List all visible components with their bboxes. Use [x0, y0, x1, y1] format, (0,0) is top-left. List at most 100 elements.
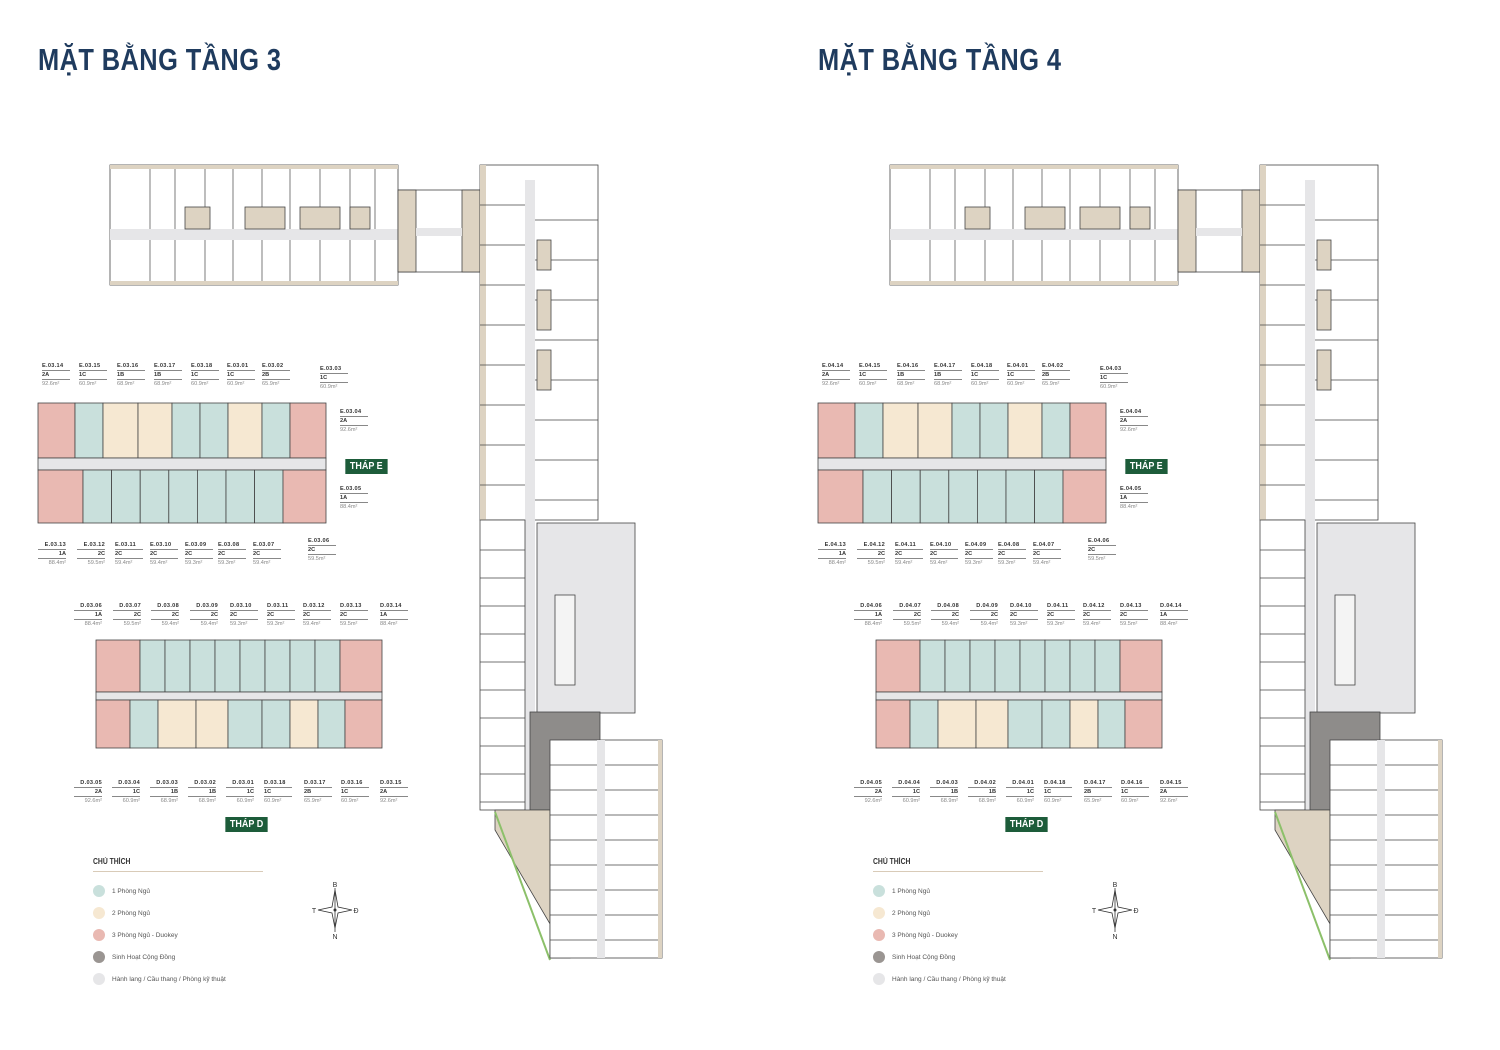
unit-label[interactable]: D.03.11 2C 59.3m² — [267, 602, 295, 628]
unit-label[interactable]: D.04.05 2A 92.6m² — [854, 779, 882, 805]
tower-d-unit — [264, 639, 291, 693]
unit-area: 68.9m² — [897, 381, 915, 387]
service-core — [1129, 206, 1151, 230]
unit-label[interactable]: E.03.05 1A 88.4m² — [340, 485, 368, 511]
unit-label[interactable]: E.03.09 2C 59.3m² — [185, 541, 213, 567]
unit-label[interactable]: D.04.03 1B 68.9m² — [930, 779, 958, 805]
unit-label[interactable]: D.04.18 1C 60.9m² — [1044, 779, 1072, 805]
tower-d-unit — [1124, 699, 1163, 749]
unit-area: 60.9m² — [227, 381, 245, 387]
unit-label[interactable]: D.03.01 1C 60.9m² — [226, 779, 254, 805]
unit-label[interactable]: E.03.12 2C 59.5m² — [77, 541, 105, 567]
tower-e-unit — [1007, 402, 1043, 459]
unit-label[interactable]: E.03.18 1C 60.9m² — [191, 362, 219, 388]
unit-label[interactable]: E.04.13 1A 88.4m² — [818, 541, 846, 567]
unit-label[interactable]: D.03.10 2C 59.3m² — [230, 602, 258, 628]
unit-label[interactable]: E.03.06 2C 59.5m² — [308, 537, 336, 563]
unit-label[interactable]: E.03.04 2A 92.6m² — [340, 408, 368, 434]
unit-label[interactable]: D.04.01 1C 60.9m² — [1006, 779, 1034, 805]
unit-label[interactable]: D.03.05 2A 92.6m² — [74, 779, 102, 805]
service-core — [964, 206, 991, 230]
unit-type: 2C — [857, 550, 885, 559]
unit-label[interactable]: D.03.06 1A 88.4m² — [74, 602, 102, 628]
unit-label[interactable]: E.04.02 2B 65.9m² — [1042, 362, 1070, 388]
unit-label[interactable]: E.04.04 2A 92.6m² — [1120, 408, 1148, 434]
unit-label[interactable]: D.04.07 2C 59.5m² — [893, 602, 921, 628]
unit-label[interactable]: D.04.14 1A 88.4m² — [1160, 602, 1188, 628]
unit-label[interactable]: D.03.03 1B 68.9m² — [150, 779, 178, 805]
unit-label[interactable]: E.03.13 1A 88.4m² — [38, 541, 66, 567]
parking-hall — [536, 522, 636, 714]
unit-type: 1C — [320, 374, 348, 383]
unit-area: 59.3m² — [998, 560, 1016, 566]
unit-label[interactable]: E.04.07 2C 59.4m² — [1033, 541, 1061, 567]
unit-label[interactable]: D.04.16 1C 60.9m² — [1121, 779, 1149, 805]
unit-label[interactable]: E.03.08 2C 59.3m² — [218, 541, 246, 567]
unit-label[interactable]: E.04.12 2C 59.5m² — [857, 541, 885, 567]
unit-label[interactable]: E.04.15 1C 60.9m² — [859, 362, 887, 388]
unit-type: 1C — [892, 788, 920, 797]
unit-code: D.04.16 — [1121, 779, 1149, 788]
unit-label[interactable]: E.03.14 2A 92.6m² — [42, 362, 70, 388]
unit-label[interactable]: E.04.05 1A 88.4m² — [1120, 485, 1148, 511]
unit-label[interactable]: D.03.15 2A 92.6m² — [380, 779, 408, 805]
tower-d-unit — [1044, 639, 1071, 693]
unit-label[interactable]: E.03.10 2C 59.4m² — [150, 541, 178, 567]
unit-label[interactable]: E.03.03 1C 60.9m² — [320, 365, 348, 391]
unit-label[interactable]: D.03.16 1C 60.9m² — [341, 779, 369, 805]
unit-label[interactable]: E.03.02 2B 65.9m² — [262, 362, 290, 388]
unit-label[interactable]: D.03.13 2C 59.5m² — [340, 602, 368, 628]
tower-e-unit — [82, 469, 113, 524]
unit-label[interactable]: D.04.12 2C 59.4m² — [1083, 602, 1111, 628]
unit-label[interactable]: E.03.16 1B 68.9m² — [117, 362, 145, 388]
unit-label[interactable]: E.04.09 2C 59.3m² — [965, 541, 993, 567]
unit-label[interactable]: E.04.16 1B 68.9m² — [897, 362, 925, 388]
unit-label[interactable]: D.04.08 2C 59.4m² — [931, 602, 959, 628]
tower-e-unit — [1062, 469, 1107, 524]
unit-label[interactable]: E.03.01 1C 60.9m² — [227, 362, 255, 388]
unit-label[interactable]: E.03.15 1C 60.9m² — [79, 362, 107, 388]
unit-area: 92.6m² — [864, 798, 882, 804]
unit-label[interactable]: E.04.08 2C 59.3m² — [998, 541, 1026, 567]
unit-label[interactable]: E.04.06 2C 59.5m² — [1088, 537, 1116, 563]
unit-label[interactable]: D.03.04 1C 60.9m² — [112, 779, 140, 805]
unit-label[interactable]: D.04.13 2C 59.5m² — [1120, 602, 1148, 628]
unit-area: 60.9m² — [191, 381, 209, 387]
unit-label[interactable]: E.03.07 2C 59.4m² — [253, 541, 281, 567]
unit-label[interactable]: E.03.11 2C 59.4m² — [115, 541, 143, 567]
unit-label[interactable]: E.04.03 1C 60.9m² — [1100, 365, 1128, 391]
tower-e-unit — [168, 469, 198, 524]
unit-label[interactable]: E.03.17 1B 68.9m² — [154, 362, 182, 388]
unit-area: 68.9m² — [160, 798, 178, 804]
legend-item: Hành lang / Cầu thang / Phòng kỹ thuật — [873, 968, 1073, 990]
unit-label[interactable]: E.04.18 1C 60.9m² — [971, 362, 999, 388]
unit-label[interactable]: E.04.10 2C 59.4m² — [930, 541, 958, 567]
unit-label[interactable]: D.03.12 2C 59.4m² — [303, 602, 331, 628]
unit-label[interactable]: D.04.10 2C 59.3m² — [1010, 602, 1038, 628]
unit-label[interactable]: D.04.06 1A 88.4m² — [854, 602, 882, 628]
unit-label[interactable]: D.04.04 1C 60.9m² — [892, 779, 920, 805]
unit-label[interactable]: D.04.15 2A 92.6m² — [1160, 779, 1188, 805]
unit-label[interactable]: E.04.17 1B 68.9m² — [934, 362, 962, 388]
unit-label[interactable]: D.03.18 1C 60.9m² — [264, 779, 292, 805]
unit-area: 92.6m² — [42, 381, 60, 387]
unit-type: 1B — [188, 788, 216, 797]
unit-label[interactable]: E.04.11 2C 59.4m² — [895, 541, 923, 567]
tower-d-unit — [975, 699, 1009, 749]
unit-label[interactable]: E.04.14 2A 92.6m² — [822, 362, 850, 388]
tower-d-corridor — [875, 691, 1163, 701]
unit-type: 2C — [965, 550, 993, 559]
unit-label[interactable]: D.03.09 2C 59.4m² — [190, 602, 218, 628]
unit-label[interactable]: E.04.01 1C 60.9m² — [1007, 362, 1035, 388]
unit-label[interactable]: D.03.02 1B 68.9m² — [188, 779, 216, 805]
unit-label[interactable]: D.03.08 2C 59.4m² — [151, 602, 179, 628]
unit-label[interactable]: D.04.17 2B 65.9m² — [1084, 779, 1112, 805]
unit-label[interactable]: D.03.14 1A 88.4m² — [380, 602, 408, 628]
unit-label[interactable]: D.04.11 2C 59.3m² — [1047, 602, 1075, 628]
unit-label[interactable]: D.04.02 1B 68.9m² — [968, 779, 996, 805]
service-core — [184, 206, 211, 230]
unit-label[interactable]: D.03.17 2B 65.9m² — [304, 779, 332, 805]
unit-label[interactable]: D.03.07 2C 59.5m² — [113, 602, 141, 628]
legend-swatch-icon — [93, 885, 105, 897]
unit-label[interactable]: D.04.09 2C 59.4m² — [970, 602, 998, 628]
